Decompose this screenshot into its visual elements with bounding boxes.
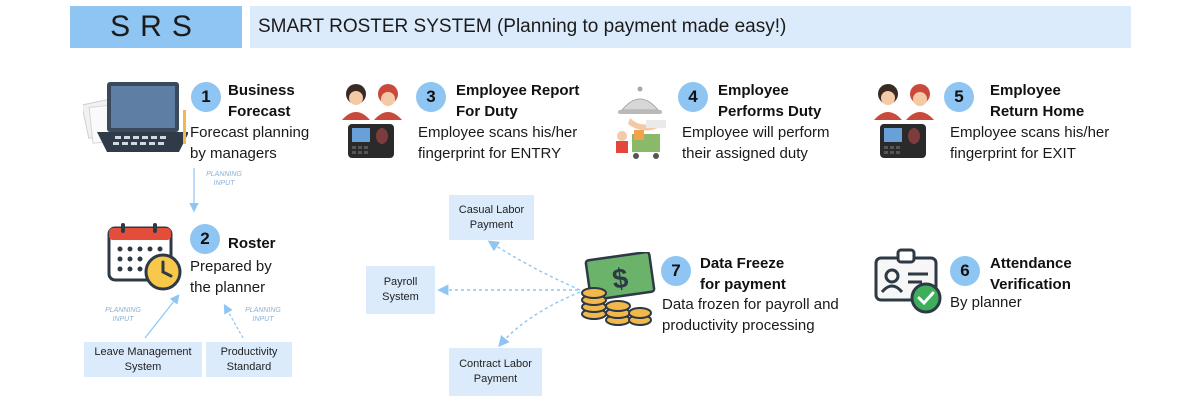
staff-fingerprint-icon	[872, 80, 944, 162]
staff-fingerprint-icon	[340, 80, 412, 162]
svg-text:$: $	[610, 262, 630, 295]
step-6-desc: By planner	[950, 294, 1022, 311]
arrow-productivity-to-roster	[223, 303, 244, 339]
step-badge-6: 6	[950, 256, 980, 286]
step-badge-1: 1	[191, 82, 221, 112]
arrow-to-contract	[498, 291, 581, 348]
step-badge-2: 2	[190, 224, 220, 254]
logo: SRS	[70, 6, 242, 48]
step-badge-7: 7	[661, 256, 691, 286]
arrow-to-casual	[487, 240, 581, 291]
calendar-clock-icon	[105, 222, 185, 292]
money-coins-icon: $	[578, 250, 658, 328]
step-badge-4: 4	[678, 82, 708, 112]
step-badge-5: 5	[944, 82, 974, 112]
step-2-title: Roster	[228, 235, 276, 252]
id-card-check-icon	[874, 248, 946, 316]
step-badge-3: 3	[416, 82, 446, 112]
arrow-leave-to-roster	[144, 294, 180, 339]
page-title: SMART ROSTER SYSTEM (Planning to payment…	[250, 6, 1131, 48]
waiter-service-icon	[606, 80, 678, 162]
laptop-icon	[81, 80, 189, 160]
